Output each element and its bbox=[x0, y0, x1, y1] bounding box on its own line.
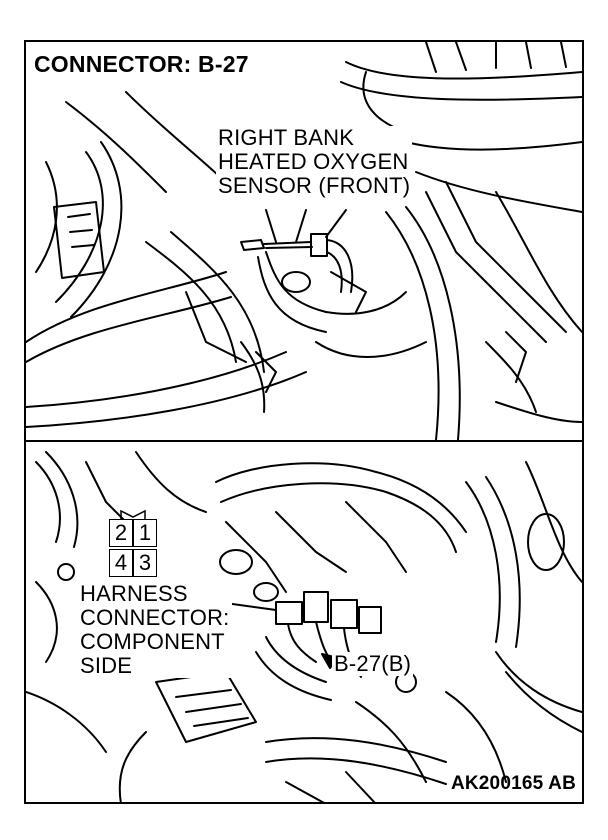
sensor-label-line: HEATED OXYGEN bbox=[218, 149, 409, 174]
diagram-frame: CONNECTOR: B-27 RIGHT BANK HEATED OXYGEN… bbox=[24, 40, 584, 804]
harness-label-line: CONNECTOR: bbox=[80, 605, 230, 630]
harness-label-line: SIDE bbox=[80, 653, 133, 678]
sensor-label-line: RIGHT BANK bbox=[218, 125, 355, 150]
figure-code: AK200165 AB bbox=[450, 773, 576, 794]
panel-divider bbox=[26, 440, 582, 442]
connector-title: CONNECTOR: B-27 bbox=[34, 51, 249, 77]
engine-illustration-top bbox=[26, 42, 582, 440]
connector-callout: B-27(B) bbox=[332, 651, 414, 676]
harness-label-line: COMPONENT bbox=[80, 629, 225, 654]
connector-pin-diagram: 2 1 4 3 bbox=[107, 509, 159, 579]
engine-illustration-bottom bbox=[26, 451, 582, 804]
pin-top-right: 1 bbox=[133, 519, 157, 547]
harness-label: HARNESS CONNECTOR: COMPONENT SIDE bbox=[78, 582, 232, 678]
top-panel-sensor-view bbox=[26, 42, 582, 440]
connector-latch-icon bbox=[120, 509, 146, 519]
harness-label-line: HARNESS bbox=[80, 581, 188, 606]
pin-bottom-right: 3 bbox=[133, 549, 157, 577]
pin-top-left: 2 bbox=[109, 519, 133, 547]
bottom-panel-connector-view bbox=[26, 442, 582, 804]
sensor-label: RIGHT BANK HEATED OXYGEN SENSOR (FRONT) bbox=[216, 125, 413, 198]
pin-bottom-left: 4 bbox=[109, 549, 133, 577]
sensor-label-line: SENSOR (FRONT) bbox=[218, 173, 411, 198]
